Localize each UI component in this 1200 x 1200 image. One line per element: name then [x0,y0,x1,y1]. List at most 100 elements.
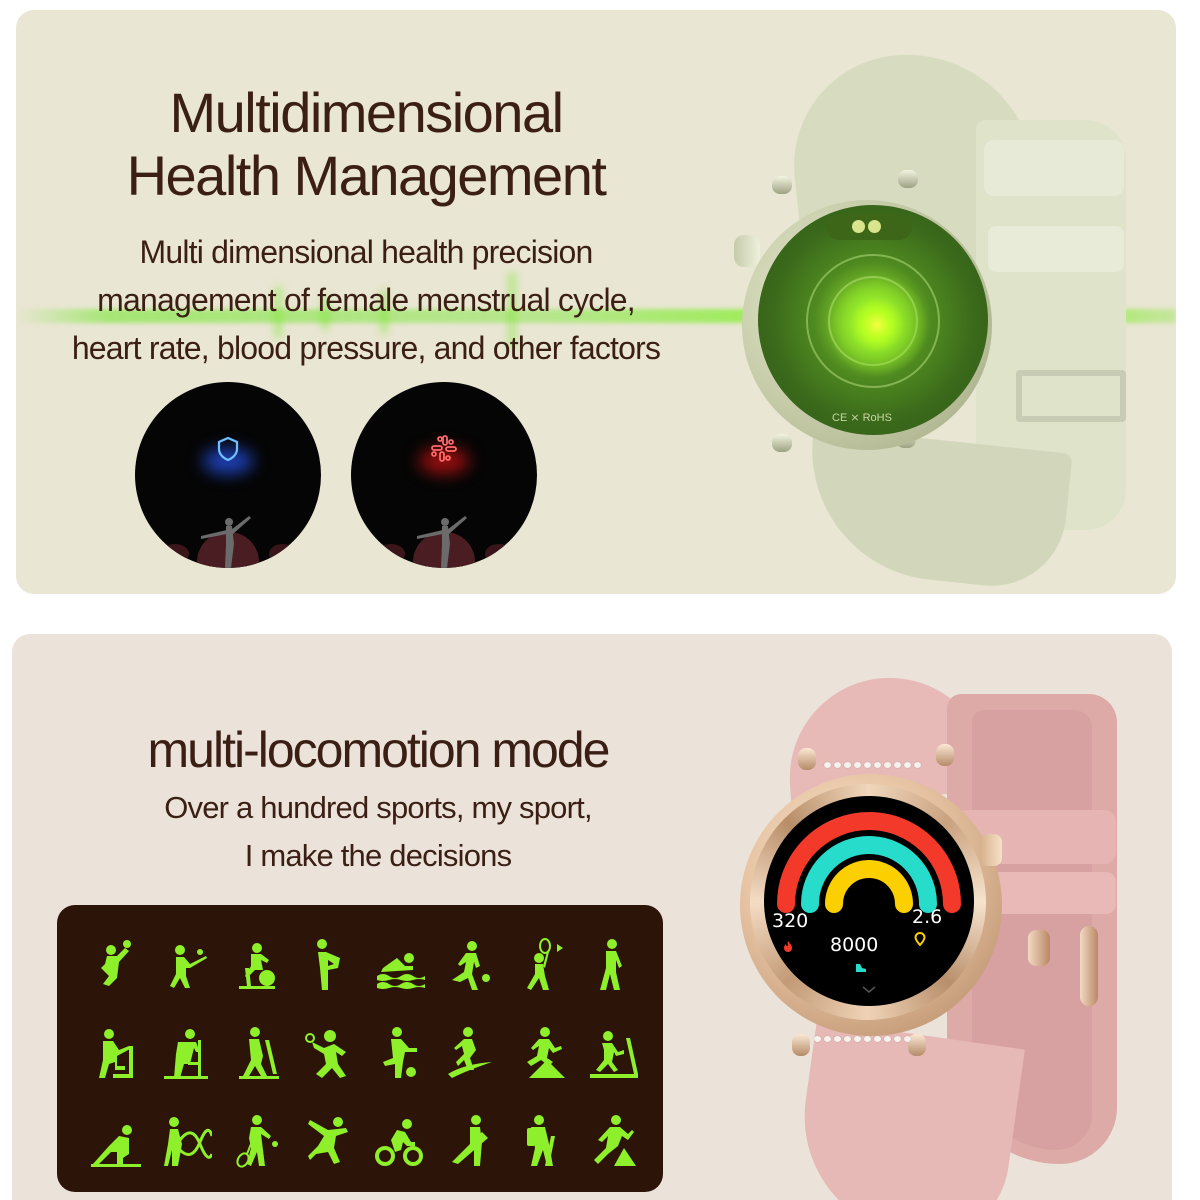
watch-lug [798,748,816,770]
mountaineering-icon [593,1115,636,1166]
locomotion-panel: multi-locomotion mode Over a hundred spo… [12,634,1172,1200]
handball-icon [304,1030,346,1078]
sport-mode-item [434,1111,505,1173]
stretching-icon [90,1125,141,1167]
spinning-bike-icon [238,943,275,989]
distance-ring [825,860,913,913]
rhinestone-row [814,1036,911,1042]
sport-icons-grid [79,935,647,1173]
pulse-wave [274,286,282,338]
sport-mode-item [434,1023,505,1085]
watch-screen-security [135,382,321,568]
description-line: Over a hundred sports, my sport, [164,790,592,825]
tennis-icon [235,1115,278,1168]
watch-lug [792,1034,810,1056]
watch-lug [772,434,792,452]
description-line: management of female menstrual cycle, [97,282,636,318]
pulse-wave [321,296,329,330]
sport-mode-item [576,1023,647,1085]
sport-mode-item [292,1023,363,1085]
watch-lug [772,176,792,194]
sport-mode-item [221,1111,292,1173]
sport-mode-item [79,1111,150,1173]
sport-mode-item [576,935,647,997]
pulse-wave [508,272,516,350]
sport-mode-item [221,1023,292,1085]
description-line: heart rate, blood pressure, and other fa… [71,330,661,366]
section-description: Multi dimensional health precision manag… [36,228,696,372]
calories-value: 320 [772,910,809,932]
health-management-panel: Multidimensional Health Management Multi… [16,10,1176,594]
strap-buckle [1028,930,1050,966]
battle-rope-icon [163,1117,212,1166]
sport-mode-item [79,1023,150,1085]
dance-icon [307,1117,348,1164]
sport-mode-item [292,1111,363,1173]
baseball-icon [169,945,207,988]
sport-modes-panel [57,905,663,1192]
watch-display[interactable]: 320 8000 2.6 [764,796,974,1006]
strap-keeper [984,140,1124,196]
watch-crown [734,235,760,267]
sport-mode-item [79,935,150,997]
title-line-2: Health Management [126,143,607,207]
shield-icon [217,436,239,462]
location-pin-icon [914,932,926,946]
sport-mode-item [363,1111,434,1173]
rhinestone-row [824,762,921,768]
section-description: Over a hundred sports, my sport, I make … [68,784,688,880]
calories-ring [777,812,961,913]
sport-mode-item [363,1023,434,1085]
steps-value: 8000 [830,934,879,956]
cycling-icon [374,1119,423,1166]
volleyball-icon [100,940,131,986]
sport-mode-item [363,935,434,997]
dancer-silhouette [417,516,467,568]
sport-mode-item [221,935,292,997]
pulse-wave [380,290,388,334]
chevron-down-icon[interactable] [862,986,876,994]
dancer-silhouette [201,516,251,568]
watch-strap-bottom [789,1020,1025,1200]
trail-running-icon [526,1027,565,1078]
watch-screen-menstrual [351,382,537,568]
activity-rings [774,809,964,916]
certification-label: CE ⨯ RoHS [832,412,892,424]
section-title: Multidimensional Health Management [96,81,636,207]
flame-icon [784,941,792,952]
title-line-1: Multidimensional [169,81,564,144]
sport-mode-item [150,1111,221,1173]
watch-strap-bottom [799,426,1073,594]
yoga-icon [316,939,340,990]
steps-ring [801,836,937,913]
sport-mode-item [505,1023,576,1085]
strap-buckle [1016,370,1126,422]
golf-icon [447,1027,492,1078]
description-line: Multi dimensional health precision [139,234,593,270]
sport-mode-item [434,935,505,997]
sport-mode-item [292,935,363,997]
sport-mode-item [505,935,576,997]
badminton-icon [526,938,563,990]
walking-icon [599,939,622,990]
menstrual-cycle-icon [431,435,457,462]
watch-lug [898,170,918,188]
distance-value: 2.6 [912,906,943,928]
watch-crown[interactable] [980,834,1002,866]
watch-lug [908,1034,926,1056]
stair-climber-icon [98,1029,133,1078]
heart-rate-sensor-light [822,270,932,380]
soccer-icon [382,1027,417,1078]
elliptical-icon [238,1027,279,1079]
strap-buckle [1080,926,1098,1006]
sport-mode-item [150,935,221,997]
sport-mode-item [576,1111,647,1173]
description-line: I make the decisions [244,838,512,873]
section-title: multi-locomotion mode [147,722,611,778]
sport-mode-item [150,1023,221,1085]
strap-keeper [988,226,1124,272]
hiking-icon [526,1115,555,1166]
strength-training-icon [163,1029,208,1079]
cricket-icon [451,1115,488,1166]
basketball-icon [451,941,490,990]
